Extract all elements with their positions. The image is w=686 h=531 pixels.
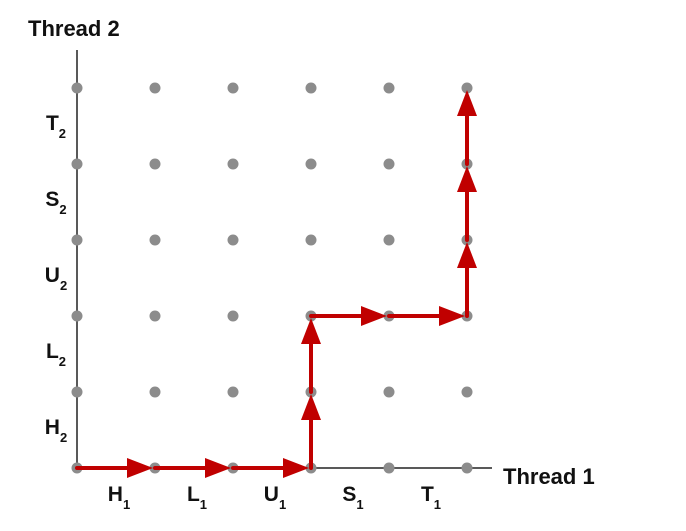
state-point [227, 158, 239, 170]
state-point [71, 82, 83, 94]
thread1-step-label: T1 [421, 483, 441, 512]
trajectory-arrowhead [283, 458, 309, 478]
state-point [227, 82, 239, 94]
state-point [71, 234, 83, 246]
state-point [149, 234, 161, 246]
state-point [227, 386, 239, 398]
state-point [149, 158, 161, 170]
state-point [71, 310, 83, 322]
axes [76, 50, 492, 469]
state-point [227, 310, 239, 322]
state-point [383, 158, 395, 170]
state-point [227, 234, 239, 246]
trajectory-arrowhead [361, 306, 387, 326]
trajectory-arrowhead [127, 458, 153, 478]
state-point [383, 82, 395, 94]
state-point [461, 82, 473, 94]
state-point [383, 234, 395, 246]
thread1-step-label: L1 [187, 483, 207, 512]
trajectory-arrowhead [301, 318, 321, 344]
state-point [305, 82, 317, 94]
thread1-step-label: U1 [264, 483, 286, 512]
trajectory-arrowhead [205, 458, 231, 478]
thread2-step-label: U2 [45, 264, 67, 293]
trajectory-path [75, 90, 477, 478]
state-point [461, 462, 473, 474]
x-axis-title: Thread 1 [503, 464, 595, 489]
trajectory-arrowhead [457, 166, 477, 192]
thread2-step-label: T2 [46, 112, 66, 141]
trajectory-arrowhead [457, 242, 477, 268]
state-point [305, 158, 317, 170]
state-point [383, 462, 395, 474]
state-point [71, 386, 83, 398]
step-labels: H1 L1 U1 S1 T1 H2 L2 U2 S2 T2 [45, 112, 441, 512]
state-point [71, 158, 83, 170]
thread2-step-label: L2 [46, 340, 66, 369]
state-point [149, 82, 161, 94]
thread1-step-label: S1 [342, 483, 363, 512]
state-point [149, 310, 161, 322]
state-point [461, 386, 473, 398]
state-point [149, 386, 161, 398]
state-points [71, 82, 473, 474]
thread2-step-label: H2 [45, 416, 67, 445]
trajectory-arrowhead [439, 306, 465, 326]
thread2-step-label: S2 [45, 188, 66, 217]
y-axis-title: Thread 2 [28, 16, 120, 41]
trajectory-arrowhead [301, 394, 321, 420]
state-point [305, 234, 317, 246]
state-point [383, 386, 395, 398]
trajectory-arrowhead [457, 90, 477, 116]
thread1-step-label: H1 [108, 483, 130, 512]
